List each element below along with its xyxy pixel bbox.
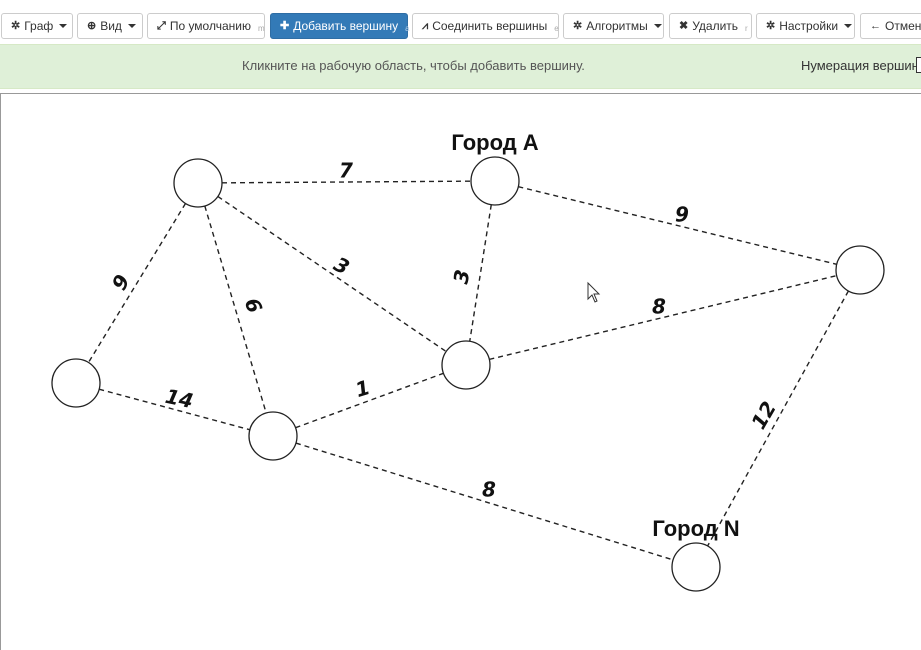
edge-weight-label[interactable]: 12 [746, 397, 781, 433]
graph-menu-button[interactable]: ✲ Граф [1, 13, 73, 39]
road-icon: ⩘ [422, 20, 429, 32]
vertex-numbering-label: Нумерация вершин [801, 58, 919, 73]
zoom-icon: ⊕ [87, 20, 97, 32]
default-view-label: По умолчанию [169, 19, 251, 33]
gear-icon: ✲ [766, 20, 776, 32]
edge-v6-v3[interactable] [489, 274, 837, 361]
edge-v1-v4[interactable] [87, 203, 187, 363]
delete-hotkey: r [745, 24, 748, 33]
vertex-v4[interactable] [51, 358, 101, 408]
vertex-v1[interactable] [173, 158, 223, 208]
vertex-numbering-select[interactable] [916, 57, 921, 73]
caret-down-icon [653, 24, 662, 28]
connect-vertices-hotkey: e [554, 24, 559, 33]
edge-weight-label[interactable]: 1 [352, 375, 372, 402]
edge-weight-label[interactable]: 8 [482, 478, 496, 502]
vertex-vA[interactable] [470, 156, 520, 206]
vertex-v3[interactable] [835, 245, 885, 295]
vertex-v6[interactable] [441, 340, 491, 390]
view-menu-button[interactable]: ⊕ Вид [77, 13, 143, 39]
edge-v3-vN[interactable] [706, 290, 850, 547]
algorithms-menu-label: Алгоритмы [586, 19, 648, 33]
edge-weight-label[interactable]: 9 [107, 270, 135, 294]
default-view-button[interactable]: ⤢ По умолчанию m [147, 13, 265, 39]
plus-icon: ✚ [280, 20, 290, 32]
edge-v5-v6[interactable] [295, 372, 444, 429]
vertex-vN[interactable] [671, 542, 721, 592]
clipped-top-strip [0, 0, 921, 12]
edge-vA-v3[interactable] [518, 186, 837, 265]
undo-label: Отмени [885, 19, 921, 33]
edge-weight-label[interactable]: 7 [339, 159, 353, 183]
fullscreen-icon: ⤢ [157, 20, 166, 32]
edge-weight-label[interactable]: 8 [652, 295, 666, 319]
edges-layer [87, 180, 850, 561]
view-menu-label: Вид [100, 19, 122, 33]
delete-label: Удалить [692, 19, 739, 33]
delete-button[interactable]: ✖ Удалить r [669, 13, 752, 39]
settings-menu-button[interactable]: ✲ Настройки [756, 13, 855, 39]
mouse-cursor-icon [587, 281, 601, 303]
info-bar: Кликните на рабочую область, чтобы добав… [0, 44, 921, 89]
add-vertex-button[interactable]: ✚ Добавить вершину a [270, 13, 410, 39]
vertex-names-layer: Город A Город N [451, 130, 739, 541]
edge-weight-label[interactable]: 3 [448, 268, 474, 286]
close-icon: ✖ [679, 20, 689, 32]
arrow-left-icon: ← [870, 20, 881, 32]
connect-vertices-label: Соединить вершины [432, 19, 548, 33]
default-view-hotkey: m [257, 24, 265, 33]
gear-icon: ✲ [11, 20, 21, 32]
algorithms-menu-button[interactable]: ✲ Алгоритмы [563, 13, 664, 39]
vertex-name-label: Город N [652, 516, 739, 541]
caret-down-icon [59, 24, 68, 28]
vertex-v5[interactable] [248, 411, 298, 461]
undo-button[interactable]: ← Отмени [860, 13, 921, 39]
edge-v1-vA[interactable] [221, 180, 472, 184]
caret-down-icon [844, 24, 853, 28]
add-vertex-hotkey: a [405, 24, 410, 33]
edge-v5-vN[interactable] [295, 442, 674, 561]
edge-weight-label[interactable]: 6 [240, 294, 268, 316]
edge-v1-v6[interactable] [217, 195, 447, 353]
graph-menu-label: Граф [24, 19, 54, 33]
edge-weight-label[interactable]: 9 [675, 203, 689, 227]
vertex-name-label: Город A [451, 130, 538, 155]
connect-vertices-button[interactable]: ⩘ Соединить вершины e [412, 13, 559, 39]
caret-down-icon [127, 24, 136, 28]
edge-v4-v5[interactable] [98, 388, 251, 431]
edge-weight-label[interactable]: 14 [163, 384, 195, 413]
gear-icon: ✲ [573, 20, 583, 32]
settings-menu-label: Настройки [779, 19, 839, 33]
add-vertex-label: Добавить вершину [293, 19, 399, 33]
info-message: Кликните на рабочую область, чтобы добав… [242, 58, 585, 73]
vertices-layer [51, 156, 885, 592]
toolbar: ✲ Граф ⊕ Вид ⤢ По умолчанию m ✚ Добавить… [0, 13, 921, 40]
